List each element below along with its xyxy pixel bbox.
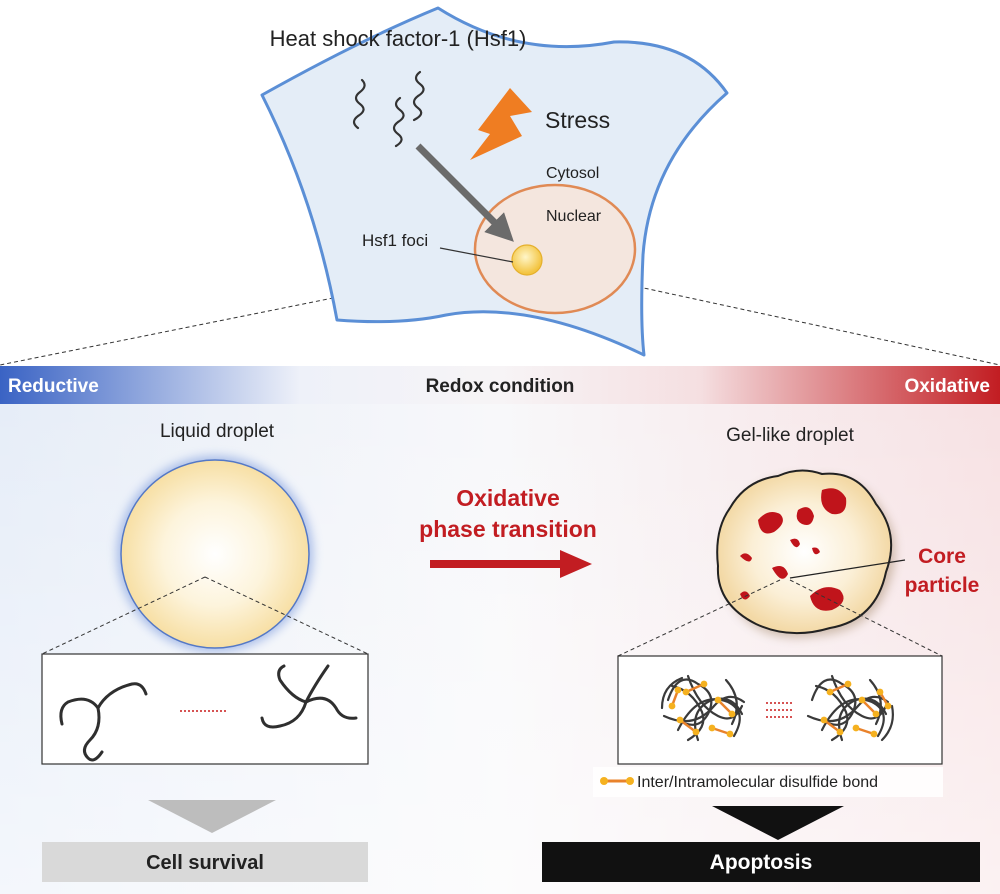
- liquid-droplet: [120, 459, 310, 649]
- hsf1-foci: [511, 244, 543, 276]
- gel-droplet-title: Gel-like droplet: [726, 425, 854, 446]
- transition-section: Oxidative phase transition: [419, 485, 597, 578]
- left-panel: Liquid droplet Cell survival: [41, 421, 369, 882]
- hsf1-monomer: [412, 70, 425, 122]
- core-label-line-1: Core: [918, 545, 966, 568]
- disulfide-legend: [593, 767, 943, 797]
- transition-line-2: phase transition: [419, 516, 597, 542]
- apoptosis-box: [542, 842, 980, 882]
- redox-condition-label: Redox condition: [426, 376, 575, 397]
- zoom-line-right: [204, 576, 369, 655]
- apoptosis-label: Apoptosis: [710, 851, 813, 874]
- liquid-droplet-title: Liquid droplet: [160, 421, 275, 442]
- hsf1-trimer: [59, 682, 148, 762]
- reductive-label: Reductive: [8, 376, 99, 397]
- core-particles: [740, 488, 847, 611]
- nucleus: [473, 183, 637, 315]
- redox-gradient-bar: [0, 366, 1000, 404]
- foci-pointer-line: [439, 247, 514, 263]
- stress-label: Stress: [545, 107, 610, 133]
- cell-survival-label: Cell survival: [146, 852, 264, 874]
- survival-arrow: [148, 800, 276, 833]
- apoptosis-arrow: [712, 806, 844, 840]
- gel-droplet: [716, 469, 893, 635]
- translocation-arrow: [415, 143, 514, 242]
- crosslinked-cluster: [660, 674, 746, 742]
- oxidative-label: Oxidative: [904, 376, 990, 397]
- transition-arrow-head: [560, 550, 592, 578]
- dotted-separator: [766, 702, 792, 718]
- hsf1-monomer: [352, 78, 366, 130]
- core-pointer-line: [789, 559, 906, 579]
- panel-background-fade: [0, 402, 1000, 894]
- hsf1-monomer: [392, 96, 405, 148]
- stress-bolt-icon: [470, 88, 532, 160]
- disulfide-legend-label: Inter/Intramolecular disulfide bond: [637, 774, 878, 791]
- transition-arrow-shaft: [430, 560, 566, 568]
- cell-survival-box: [42, 842, 368, 882]
- cell: Heat shock factor-1 (Hsf1) Stress Cytoso…: [260, 6, 729, 357]
- crosslinked-cluster: [806, 674, 894, 742]
- zoom-line-left: [617, 579, 781, 657]
- nuclear-label: Nuclear: [546, 208, 602, 225]
- cell-title: Heat shock factor-1 (Hsf1): [270, 26, 527, 51]
- right-panel: Gel-like droplet Core particle: [542, 425, 980, 882]
- cytosol-label: Cytosol: [546, 165, 599, 182]
- disulfide-bond-icon: [600, 777, 634, 785]
- zoom-line-left: [41, 576, 206, 655]
- foci-label: Hsf1 foci: [362, 231, 428, 250]
- cell-membrane: [260, 6, 729, 357]
- liquid-zoom-box: [41, 653, 369, 765]
- core-label-line-2: particle: [905, 574, 980, 597]
- transition-line-1: Oxidative: [456, 485, 560, 511]
- hsf1-trimer: [260, 664, 358, 729]
- zoom-line-right: [789, 579, 943, 657]
